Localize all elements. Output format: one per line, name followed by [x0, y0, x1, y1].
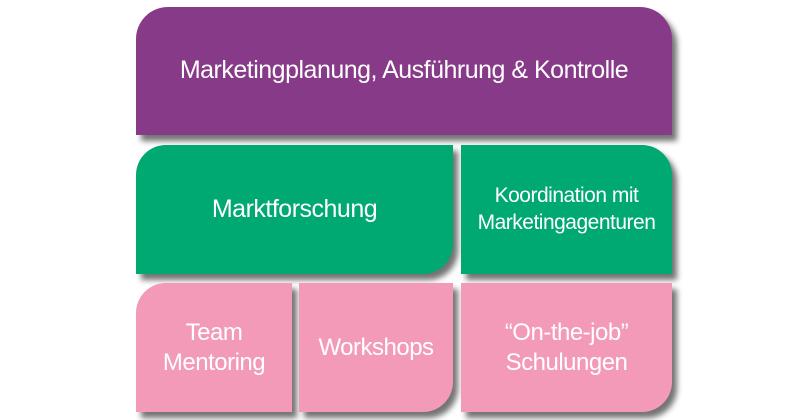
block-label-line2: Schulungen [505, 348, 628, 376]
block-on-the-job-training: “On-the-job” Schulungen [461, 283, 672, 412]
block-team-mentoring: Team Mentoring [136, 283, 292, 412]
block-label-line1: Koordination mit [494, 184, 639, 208]
block-marketing-planning: Marketingplanung, Ausführung & Kontrolle [136, 7, 672, 135]
block-workshops: Workshops [299, 283, 453, 412]
block-label: Workshops [318, 333, 434, 361]
block-agency-coordination: Koordination mit Marketingagenturen [461, 145, 672, 274]
block-label-line2: Marketingagenturen [477, 210, 656, 234]
block-label: Marketingplanung, Ausführung & Kontrolle [179, 56, 629, 85]
block-label: Marktforschung [211, 194, 378, 223]
block-market-research: Marktforschung [136, 145, 453, 274]
block-label-line1: “On-the-job” [504, 318, 629, 346]
block-label-line1: Team [185, 318, 243, 346]
block-label-line2: Mentoring [162, 348, 266, 376]
